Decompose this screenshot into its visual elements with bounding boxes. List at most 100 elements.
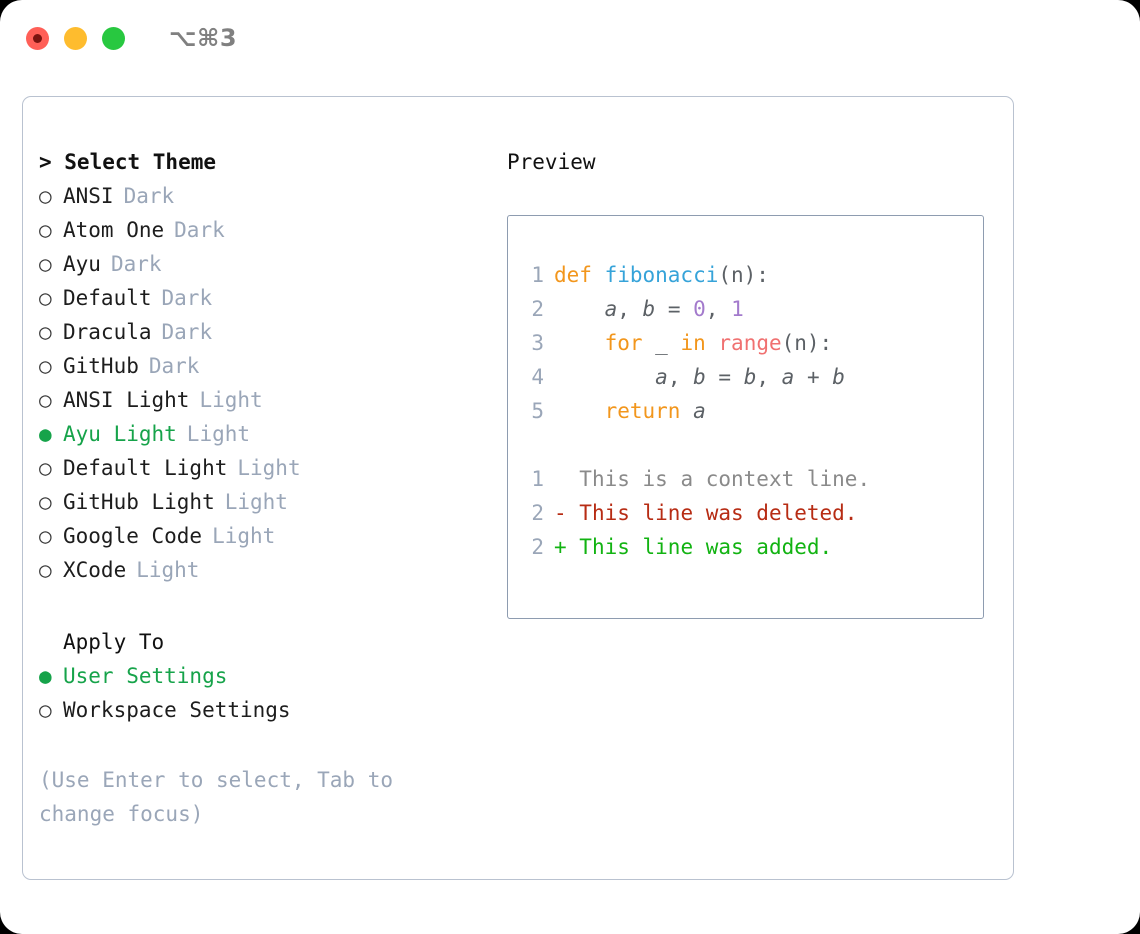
traffic-lights <box>26 26 125 50</box>
radio-unselected-icon: ○ <box>39 490 52 514</box>
code-line: 3 for _ in range(n): <box>526 326 983 360</box>
code-token-pun <box>554 365 655 389</box>
code-token-var: a <box>655 365 668 389</box>
diff-line-text: This line was added. <box>579 535 833 559</box>
radio-unselected-icon: ○ <box>39 320 52 344</box>
close-button[interactable] <box>26 26 49 50</box>
theme-option-tag: Dark <box>148 354 200 378</box>
radio-unselected-icon: ○ <box>39 524 52 548</box>
code-token-kw: def <box>554 263 605 287</box>
code-token-pun <box>680 399 693 423</box>
line-number: 4 <box>531 365 544 389</box>
code-token-var: a <box>604 297 618 321</box>
apply-to-option-list: ●User Settings ○ Workspace Settings <box>39 659 485 727</box>
radio-unselected-icon: ○ <box>39 698 52 722</box>
diff-line-add: 2 + This line was added. <box>526 530 983 564</box>
code-line-content: a, b = b, a + b <box>554 360 845 394</box>
code-line-content: a, b = 0, 1 <box>554 292 744 326</box>
code-line-content: def fibonacci(n): <box>554 258 769 292</box>
code-token-var: b <box>693 365 706 389</box>
code-token-pun: , <box>667 365 694 389</box>
code-token-pun <box>554 297 605 321</box>
close-icon <box>33 33 42 43</box>
code-line: 2 a, b = 0, 1 <box>526 292 983 326</box>
diff-line-text: This is a context line. <box>579 467 871 491</box>
line-number: 2 <box>531 501 544 525</box>
select-theme-heading: > Select Theme <box>39 150 217 174</box>
code-diff-spacer <box>526 428 983 462</box>
theme-option-ansi[interactable]: ○ ANSI Dark <box>39 179 485 213</box>
line-number: 1 <box>531 263 544 287</box>
theme-option-label: Ayu Light <box>63 422 177 446</box>
theme-option-label: Atom One <box>63 218 165 242</box>
code-line-content: return a <box>554 394 706 428</box>
line-number: 5 <box>531 399 544 423</box>
code-token-var: a <box>781 365 795 389</box>
theme-option-label: Default <box>63 286 152 310</box>
radio-unselected-icon: ○ <box>39 184 52 208</box>
theme-option-google-code[interactable]: ○ Google Code Light <box>39 519 485 553</box>
code-token-var: b <box>642 297 656 321</box>
code-token-num: 0 <box>693 297 706 321</box>
diff-line-del: 2- This line was deleted. <box>526 496 983 530</box>
code-token-kw: return <box>604 399 681 423</box>
line-number: 2 <box>531 535 544 559</box>
diff-marker: - <box>554 501 580 525</box>
code-token-var: a <box>693 399 706 423</box>
code-token-fn: fibonacci <box>604 263 719 287</box>
keyboard-hint: (Use Enter to select, Tab to change focu… <box>39 768 394 826</box>
theme-option-label: Google Code <box>63 524 203 548</box>
code-token-num: 1 <box>731 297 744 321</box>
code-token-pun: , <box>756 365 782 389</box>
maximize-button[interactable] <box>102 26 125 50</box>
code-token-pun: , <box>617 297 643 321</box>
theme-option-label: Dracula <box>63 320 152 344</box>
diff-marker: + <box>554 535 580 559</box>
code-token-call: range <box>718 331 782 355</box>
theme-option-label: Default Light <box>63 456 228 480</box>
window-title: ⌥⌘3 <box>169 24 238 52</box>
theme-option-label: XCode <box>63 558 127 582</box>
line-number: 3 <box>531 331 544 355</box>
apply-option-workspace-settings[interactable]: ○ Workspace Settings <box>39 693 485 727</box>
diff-line-text: This line was deleted. <box>579 501 858 525</box>
code-token-pun: + <box>794 365 833 389</box>
code-token-kw: for <box>604 331 643 355</box>
apply-option-label: Workspace Settings <box>63 698 291 722</box>
code-line: 5 return a <box>526 394 983 428</box>
theme-option-tag: Dark <box>161 320 213 344</box>
code-line-content: for _ in range(n): <box>554 326 833 360</box>
theme-option-tag: Light <box>212 524 276 548</box>
code-token-kw: in <box>680 331 706 355</box>
apply-to-heading: Apply To <box>63 630 165 654</box>
theme-option-tag: Light <box>237 456 301 480</box>
radio-unselected-icon: ○ <box>39 286 52 310</box>
theme-option-tag: Light <box>199 388 263 412</box>
theme-option-tag: Dark <box>110 252 162 276</box>
code-token-pun <box>706 331 719 355</box>
minimize-button[interactable] <box>64 26 87 50</box>
theme-option-tag: Dark <box>123 184 175 208</box>
theme-option-label: GitHub <box>63 354 139 378</box>
code-token-var: b <box>832 365 845 389</box>
code-token-pun: (n): <box>781 331 833 355</box>
apply-option-user-settings[interactable]: ●User Settings <box>39 659 485 693</box>
theme-option-dracula[interactable]: ○ Dracula Dark <box>39 315 485 349</box>
theme-option-label: ANSI <box>63 184 114 208</box>
theme-option-label: Ayu <box>63 252 101 276</box>
radio-selected-icon: ● <box>39 664 52 688</box>
code-token-pun: = <box>705 365 744 389</box>
